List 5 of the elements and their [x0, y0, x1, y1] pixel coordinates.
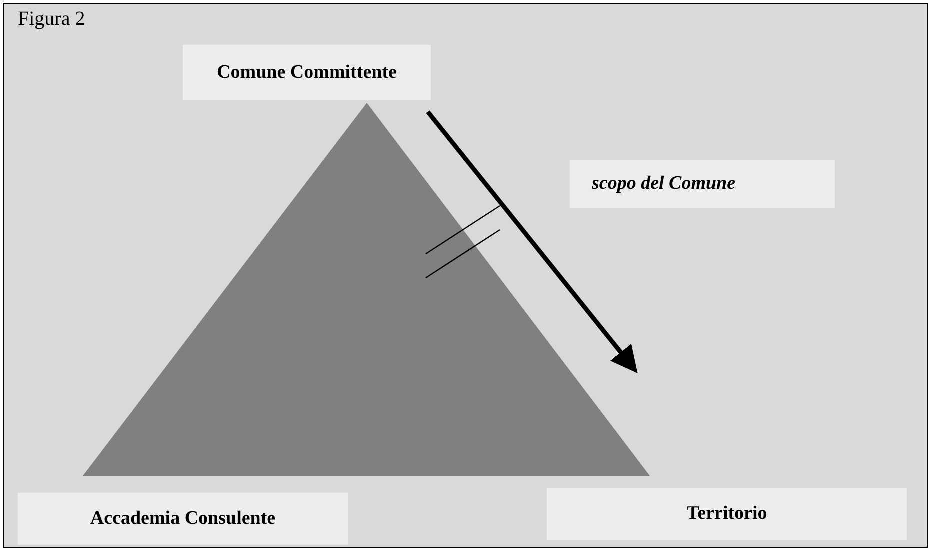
node-label: Territorio [686, 503, 768, 525]
node-label: Accademia Consulente [90, 508, 276, 530]
node-label: scopo del Comune [592, 173, 736, 195]
figure-title: Figura 2 [18, 8, 86, 31]
node-label: Comune Committente [217, 62, 397, 84]
